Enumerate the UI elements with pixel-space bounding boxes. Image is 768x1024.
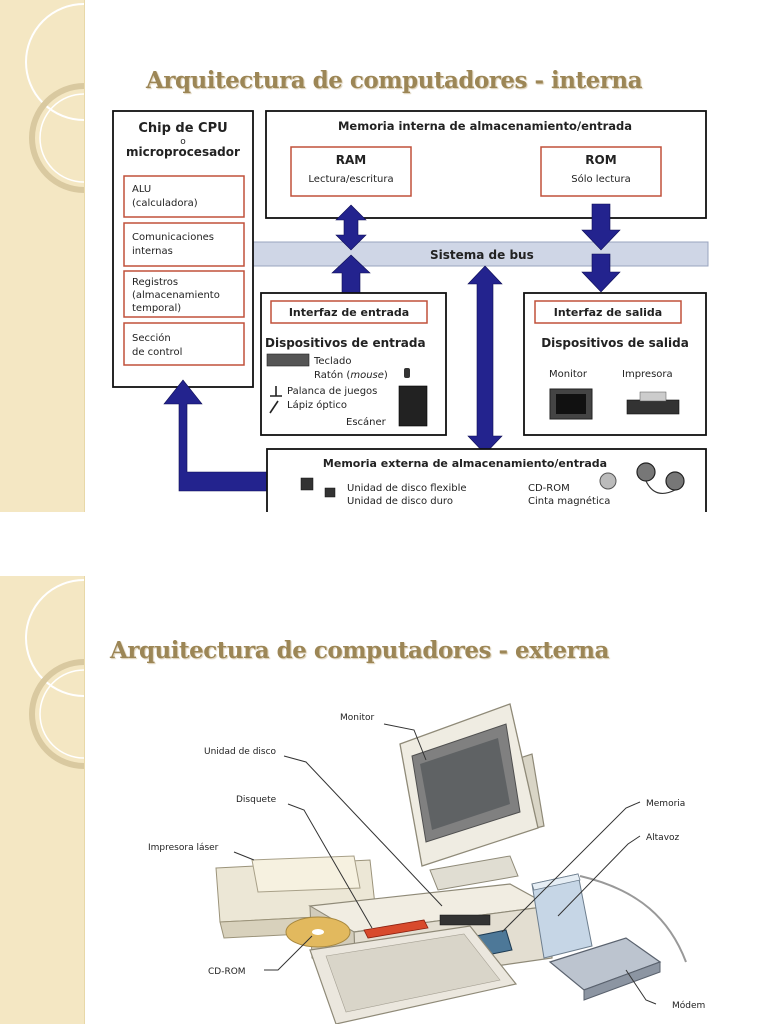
hdd-label: Unidad de disco duro [347, 496, 453, 507]
slide-gap [0, 512, 768, 576]
cpu-title-line1: Chip de CPU [138, 121, 227, 136]
registers-line2: (almacenamiento [132, 290, 220, 301]
diskette-label: Disquete [236, 795, 277, 805]
internal-comm-box [123, 222, 245, 267]
input-devices-title: Dispositivos de entrada [265, 336, 426, 350]
ram-title: RAM [336, 153, 366, 167]
registers-box [123, 270, 245, 318]
tape-reel-icon-1 [636, 462, 656, 482]
laser-printer-leader [233, 851, 255, 861]
bus-output-down-arrow [581, 253, 621, 293]
output-devices-title: Dispositivos de salida [541, 336, 689, 350]
cpu-title-line2: microprocesador [126, 145, 240, 159]
internal-memory-title: Memoria interna de almacenamiento/entrad… [338, 119, 632, 133]
scanner-icon [398, 385, 428, 427]
diskette-graphic [363, 919, 429, 939]
modem-leader [625, 969, 657, 1005]
tape-label: Cinta magnética [528, 495, 610, 507]
cable-graphic [579, 875, 687, 963]
bus-label: Sistema de bus [430, 248, 534, 262]
modem-label: Módem [672, 1000, 705, 1011]
external-memory-title: Memoria externa de almacenamiento/entrad… [323, 457, 607, 470]
laser-printer-label: Impresora láser [148, 843, 219, 853]
internal-architecture-diagram: Sistema de bus Chip de CPU o microproces… [110, 108, 710, 512]
monitor-graphic [399, 703, 545, 891]
ram-subtitle: Lectura/escritura [308, 174, 393, 185]
cd-leader [264, 935, 313, 971]
alu-line2: (calculadora) [132, 198, 198, 209]
side-decoration-band [0, 576, 85, 1024]
scanner-label: Escáner [346, 416, 387, 428]
monitor-screen-icon [556, 394, 586, 414]
slide-title: Arquitectura de computadores - externa [110, 637, 609, 665]
keyboard-graphic [309, 925, 518, 1024]
disk-drive-leader [283, 755, 443, 907]
disk-drive-label: Unidad de disco [204, 747, 277, 757]
external-memory-box [266, 448, 707, 512]
rom-bus-down-arrow [581, 203, 621, 251]
registers-line1: Registros [132, 277, 178, 288]
internal-comm-line2: internas [132, 246, 173, 257]
mouse-label: Ratón (mouse) [314, 369, 388, 381]
speaker-tower-graphic [531, 873, 593, 959]
cd-disk-graphic [285, 916, 351, 948]
printer-paper-icon [639, 391, 667, 402]
input-interface-box [270, 300, 428, 324]
printer-icon [626, 399, 680, 415]
alu-box [123, 175, 245, 218]
floppy-label: Unidad de disco flexible [347, 483, 467, 494]
hdd-icon [324, 487, 336, 498]
rom-box [540, 146, 662, 197]
mouse-icon [404, 368, 410, 378]
monitor-leader [383, 723, 427, 761]
slide-title: Arquitectura de computadores - interna [146, 67, 643, 95]
rom-subtitle: Sólo lectura [571, 173, 630, 185]
cd-icon [599, 472, 617, 490]
keyboard-label: Teclado [313, 356, 351, 367]
monitor-label: Monitor [549, 369, 588, 380]
control-section-line2: de control [132, 347, 182, 358]
printer-label: Impresora [622, 369, 673, 380]
band-circles-decoration [0, 576, 84, 796]
cpu-title-or: o [180, 137, 186, 147]
tape-reel-icon-2 [665, 471, 685, 491]
floppy-icon [300, 477, 314, 491]
joystick-label: Palanca de juegos [287, 386, 377, 397]
output-interface-label: Interfaz de salida [554, 306, 662, 319]
memory-leader [501, 801, 641, 933]
floppy-drive-slot [439, 914, 491, 926]
joystick-icon [270, 386, 282, 397]
cdrom-label: CD-ROM [528, 483, 570, 494]
ram-box [290, 146, 412, 197]
speaker-leader [557, 835, 641, 917]
speaker-label: Altavoz [646, 833, 680, 843]
slide-external-architecture: Arquitectura de computadores - externa [0, 576, 768, 1024]
ram-bus-double-arrow [335, 204, 367, 251]
slide-internal-architecture: Arquitectura de computadores - interna S… [0, 0, 710, 512]
keyboard-icon [266, 353, 310, 367]
monitor-label: Monitor [340, 713, 375, 723]
bus-external-memory-double-arrow [467, 265, 503, 455]
external-memory-cpu-arrow [163, 379, 269, 492]
output-interface-box [534, 300, 682, 324]
diskette-leader [287, 803, 373, 929]
memory-label: Memoria [646, 799, 685, 809]
rom-title: ROM [585, 153, 616, 167]
control-section-box [123, 322, 245, 366]
control-section-line1: Sección [132, 332, 171, 344]
band-circles-decoration [0, 0, 84, 220]
light-pen-label: Lápiz óptico [287, 399, 347, 411]
alu-line1: ALU [132, 184, 151, 195]
tape-link-icon [645, 480, 676, 495]
cdrom-label: CD-ROM [208, 967, 246, 977]
bus-band [249, 241, 709, 267]
internal-comm-line1: Comunicaciones [132, 232, 214, 243]
side-decoration-band [0, 0, 85, 512]
input-interface-label: Interfaz de entrada [289, 306, 409, 319]
light-pen-icon [269, 400, 279, 414]
modem-graphic [548, 937, 662, 1001]
computer-illustration: Monitor Unidad de disco Disquete Impreso… [140, 700, 730, 1024]
registers-line3: temporal) [132, 303, 181, 314]
